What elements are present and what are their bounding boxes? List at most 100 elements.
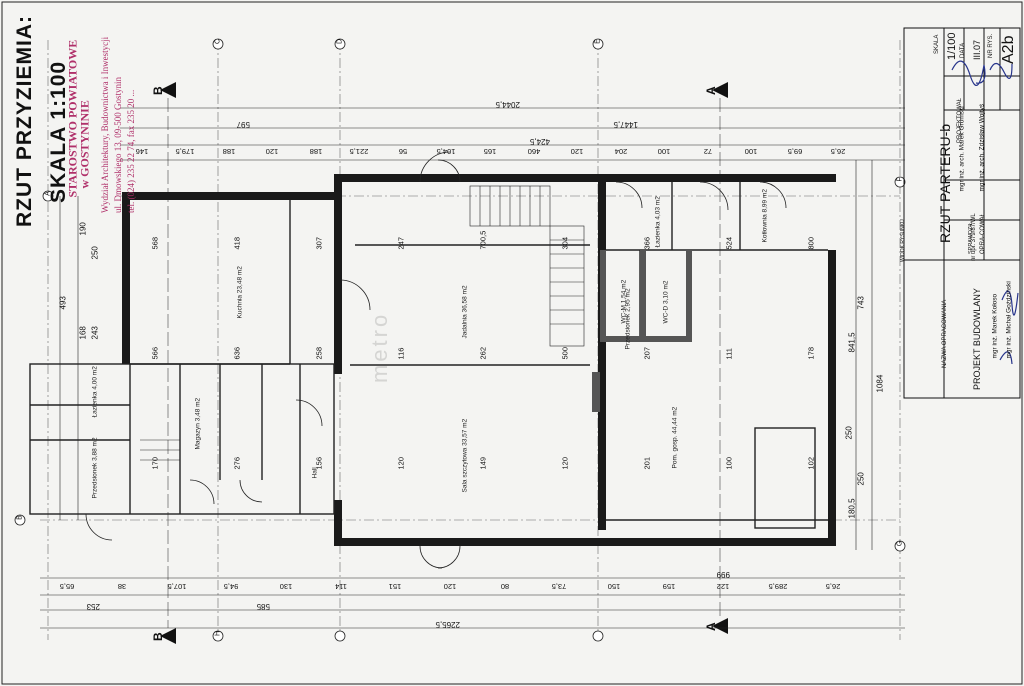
- dimension-label: 130: [279, 582, 293, 591]
- stamp-line-2: w GOSTYNINIE: [77, 100, 92, 189]
- scale-header: SKALA: [934, 34, 940, 54]
- inner-dimension-label: 800: [806, 236, 816, 250]
- dim-bottom-left: 253: [86, 602, 100, 611]
- project-label: NAZWA OPRACOWANIA: [942, 299, 948, 368]
- stamp-line-5: tel. (024) 235 22 74, fax 235 20 ...: [126, 89, 136, 213]
- inner-dimension-label: 207: [642, 346, 652, 360]
- room-wc-2: WC-D 3,10 m2: [662, 280, 670, 324]
- stamp-line-4: ul. Dmowskiego 13, 09-500 Gostynin: [113, 77, 123, 213]
- dimension-label: 120: [570, 147, 584, 156]
- dimension-label: 221,5: [350, 147, 369, 156]
- dimension-label: 100: [657, 147, 671, 156]
- inner-dimension-label: 258: [314, 346, 324, 360]
- inner-dimension-label: 116: [396, 347, 406, 360]
- dimension-label: 165: [483, 147, 497, 156]
- dim-left-a: 190: [78, 222, 88, 236]
- dim-right-e: 250: [856, 472, 866, 486]
- dimension-label: 120: [443, 582, 457, 591]
- preparer-1: mgr inż. Marek Kołoso: [991, 293, 999, 359]
- inner-dimension-label: 102: [806, 456, 816, 470]
- dim-bottom-right: 999: [716, 570, 730, 579]
- dimension-label: 120: [266, 147, 279, 156]
- scale-value: 1/100: [946, 32, 958, 60]
- checked-header: SPRAWDZIŁ: [968, 222, 974, 254]
- dimension-label: 159: [662, 582, 675, 591]
- legend-label: WIDOK RYSUNKU: [900, 219, 906, 262]
- inner-dimension-label: 178: [806, 346, 816, 360]
- dimension-label: 26,5: [830, 147, 846, 156]
- grid-axis-letter: H: [214, 630, 222, 637]
- inner-dimension-label: 120: [560, 456, 570, 470]
- dim-right-c: 250: [844, 426, 854, 440]
- dim-left-c: 168: [78, 326, 88, 340]
- grid-axis-letter: E: [594, 39, 602, 44]
- inner-dimension-label: 304: [560, 236, 570, 250]
- dimension-label: 56: [398, 147, 408, 156]
- dimension-label: 150: [607, 582, 621, 591]
- room-hall-main: Sala szczytowa 33,57 m2: [461, 418, 469, 493]
- dimension-label: 179,5: [175, 147, 195, 156]
- grid-bubbles: [14, 38, 906, 642]
- exterior-walls: [122, 174, 836, 546]
- inner-dimension-label: 566: [150, 346, 160, 360]
- stamp-line-3: Wydział Architektury, Budownictwa i Inwe…: [100, 36, 110, 213]
- dimension-label: 114: [334, 582, 347, 591]
- signatures: [951, 60, 1019, 365]
- inner-dimension-label: 247: [396, 236, 406, 250]
- inner-dimension-label: 120: [396, 456, 406, 470]
- dimension-label: 188: [222, 147, 236, 156]
- inner-dimension-label: 700,5: [478, 230, 488, 250]
- dim-left-d: 243: [90, 326, 100, 340]
- dimension-label: 122: [717, 582, 730, 591]
- inner-dimension-label: 170: [150, 456, 160, 470]
- room-kitchen: Kuchnia 23,48 m2: [236, 266, 244, 319]
- grid-axis-letter: G: [896, 540, 904, 547]
- section-b-top: B: [151, 86, 165, 95]
- sheet-number: A2b: [1000, 35, 1017, 64]
- inner-dimension-label: 262: [478, 346, 488, 360]
- inner-dimension-label: 156: [314, 456, 324, 470]
- inner-dimension-label: 568: [150, 236, 160, 250]
- room-right: Kotłownia 8,99 m2: [761, 189, 769, 243]
- hatched-walls: [592, 250, 692, 412]
- dimension-label: 146: [135, 147, 149, 156]
- dim-left-b: 250: [90, 246, 100, 260]
- inner-dimension-label: 500: [560, 346, 570, 360]
- inner-dimension-label: 636: [232, 346, 242, 360]
- dimension-label: 100: [744, 147, 758, 156]
- dimension-label: 104,5: [437, 147, 456, 156]
- inner-dimension-label: 100: [724, 456, 734, 470]
- dim-right-a: 743: [856, 296, 866, 310]
- room-vestibule: Przedsionek 3,88 m2: [91, 437, 99, 499]
- dim-left-total: 493: [58, 296, 68, 310]
- dimension-label: 188: [309, 147, 323, 156]
- dimension-label: 72: [703, 147, 712, 156]
- preparer-2: mgr inż. Michał Gożdziński: [1005, 281, 1013, 359]
- grid-axis-letter: A: [44, 191, 52, 196]
- title-block: [903, 27, 1021, 399]
- dimension-label: 65,5: [60, 582, 75, 591]
- designer-2: mgr inż. arch. Zdzisław Wojtyś: [978, 103, 986, 192]
- dimension-label: 94,5: [224, 582, 239, 591]
- sheet-title: RZUT PARTERU-b: [937, 123, 953, 243]
- watermark: metro: [367, 311, 392, 383]
- dim-right-d: 180,5: [847, 498, 857, 519]
- inner-dimension-label: 366: [642, 236, 652, 250]
- dimension-label: 26,5: [825, 582, 840, 591]
- dim-right-b: 841,5: [847, 332, 857, 353]
- room-bathroom: Łazienka 4,00 m2: [91, 366, 99, 418]
- grid-axis-letter: F: [896, 177, 904, 182]
- inner-dimension-label: 201: [642, 456, 652, 470]
- inner-dimension-label: 307: [314, 236, 324, 250]
- dimension-label: 38: [117, 582, 127, 591]
- inner-dimension-label: 418: [232, 236, 242, 250]
- section-a-top: A: [704, 86, 718, 95]
- dimension-label: 69,5: [787, 147, 803, 156]
- dimension-label: 73,5: [552, 582, 567, 591]
- section-b-bottom: B: [151, 632, 165, 641]
- inner-dimension-label: 111: [724, 348, 734, 360]
- grid-axis-letter: C: [214, 38, 222, 45]
